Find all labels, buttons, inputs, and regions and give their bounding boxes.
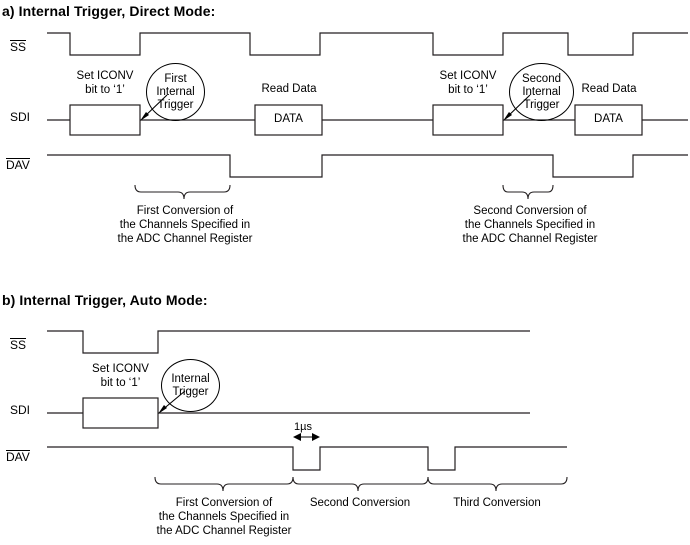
label-data-box-1: DATA bbox=[274, 113, 303, 125]
signal-label-dav-a-text: DAV bbox=[6, 158, 30, 172]
annotation-set-iconv-1-line1: Set ICONV bbox=[76, 70, 134, 82]
waveform-dav-b bbox=[47, 446, 567, 471]
signal-label-sdi-b: SDI bbox=[10, 403, 30, 417]
signal-label-dav-a: DAV bbox=[6, 158, 30, 173]
brace-second-conversion-a bbox=[502, 184, 554, 200]
caption-first-conversion-a: First Conversion of the Channels Specifi… bbox=[87, 204, 283, 246]
annotation-set-iconv-2-line2: bit to ‘1’ bbox=[448, 83, 488, 96]
signal-label-dav-b-text: DAV bbox=[6, 450, 30, 464]
caption-first-conversion-b-line3: the ADC Channel Register bbox=[156, 525, 292, 537]
signal-label-sdi-b-text: SDI bbox=[10, 403, 31, 417]
signal-label-ss-b-text: SS bbox=[10, 338, 27, 352]
bubble-second-internal-trigger-line1: Second bbox=[521, 72, 561, 85]
annotation-read-data-1: Read Data bbox=[261, 83, 317, 95]
panel-a-title: a) Internal Trigger, Direct Mode: bbox=[2, 3, 216, 19]
panel-b-title: b) Internal Trigger, Auto Mode: bbox=[2, 292, 208, 308]
caption-first-conversion-a-line2: the Channels Specified in bbox=[119, 219, 251, 231]
sdi-box-set-iconv-3 bbox=[82, 397, 159, 429]
label-data-box-2: DATA bbox=[594, 113, 623, 125]
arrow-internal-trigger-b-head bbox=[158, 405, 167, 414]
caption-second-conversion-a-line2: the Channels Specified in bbox=[464, 219, 596, 231]
waveform-ss-a bbox=[47, 32, 688, 56]
caption-first-conversion-b-line2: the Channels Specified in bbox=[158, 511, 290, 523]
caption-third-conversion-b: Third Conversion bbox=[427, 496, 567, 510]
brace-second-conversion-b bbox=[292, 476, 429, 492]
caption-second-conversion-a: Second Conversion of the Channels Specif… bbox=[432, 204, 628, 246]
annotation-set-iconv-3-line2: bit to ‘1’ bbox=[100, 376, 141, 389]
caption-second-conversion-b: Second Conversion bbox=[290, 496, 430, 510]
caption-second-conversion-a-line1: Second Conversion of bbox=[473, 205, 587, 217]
caption-third-conversion-b-line1: Third Conversion bbox=[453, 497, 541, 509]
caption-first-conversion-a-line3: the ADC Channel Register bbox=[117, 233, 253, 245]
annotation-set-iconv-2: Set ICONV bit to ‘1’ bbox=[433, 70, 503, 97]
annotation-set-iconv-2-line1: Set ICONV bbox=[439, 70, 497, 82]
bubble-second-internal-trigger: Second Internal Trigger bbox=[509, 63, 574, 121]
dimension-label-1us: 1µs bbox=[294, 421, 312, 433]
bubble-second-internal-trigger-line2: Internal bbox=[522, 85, 561, 98]
brace-first-conversion-b bbox=[154, 476, 294, 492]
waveform-ss-b bbox=[47, 330, 530, 354]
bubble-second-internal-trigger-line3: Trigger bbox=[523, 98, 560, 111]
caption-second-conversion-a-line3: the ADC Channel Register bbox=[462, 233, 598, 245]
annotation-set-iconv-3-line1: Set ICONV bbox=[92, 363, 149, 375]
bubble-first-internal-trigger-line1: First bbox=[164, 72, 187, 85]
bubble-first-internal-trigger: First Internal Trigger bbox=[146, 63, 205, 121]
annotation-set-iconv-1-line2: bit to ‘1’ bbox=[85, 83, 125, 96]
bubble-internal-trigger-b-line1: Internal bbox=[171, 372, 210, 385]
bubble-internal-trigger-b: Internal Trigger bbox=[161, 359, 220, 412]
brace-first-conversion-a bbox=[134, 184, 231, 200]
annotation-read-data-2: Read Data bbox=[581, 83, 637, 95]
signal-label-ss-a: SS bbox=[10, 40, 27, 55]
bubble-first-internal-trigger-line3: Trigger bbox=[157, 98, 194, 111]
signal-label-sdi-a: SDI bbox=[10, 110, 30, 124]
signal-label-dav-b: DAV bbox=[6, 450, 30, 465]
signal-label-sdi-a-text: SDI bbox=[10, 110, 31, 124]
caption-second-conversion-b-line1: Second Conversion bbox=[309, 497, 411, 509]
dimension-arrow-right bbox=[312, 433, 320, 441]
annotation-set-iconv-1: Set ICONV bit to ‘1’ bbox=[70, 70, 140, 97]
arrow-second-internal-trigger-head bbox=[503, 112, 512, 121]
arrow-first-internal-trigger-head bbox=[140, 112, 149, 121]
waveform-dav-a bbox=[47, 154, 688, 178]
brace-third-conversion-b bbox=[427, 476, 568, 492]
signal-label-ss-b: SS bbox=[10, 338, 27, 353]
caption-first-conversion-b: First Conversion of the Channels Specifi… bbox=[126, 496, 322, 538]
bubble-internal-trigger-b-line2: Trigger bbox=[172, 385, 209, 398]
dimension-arrow-left bbox=[293, 433, 301, 441]
caption-first-conversion-b-line1: First Conversion of bbox=[175, 497, 273, 509]
bubble-first-internal-trigger-line2: Internal bbox=[156, 85, 195, 98]
caption-first-conversion-a-line1: First Conversion of bbox=[136, 205, 234, 217]
annotation-set-iconv-3: Set ICONV bit to ‘1’ bbox=[83, 363, 158, 390]
signal-label-ss-a-text: SS bbox=[10, 40, 27, 54]
